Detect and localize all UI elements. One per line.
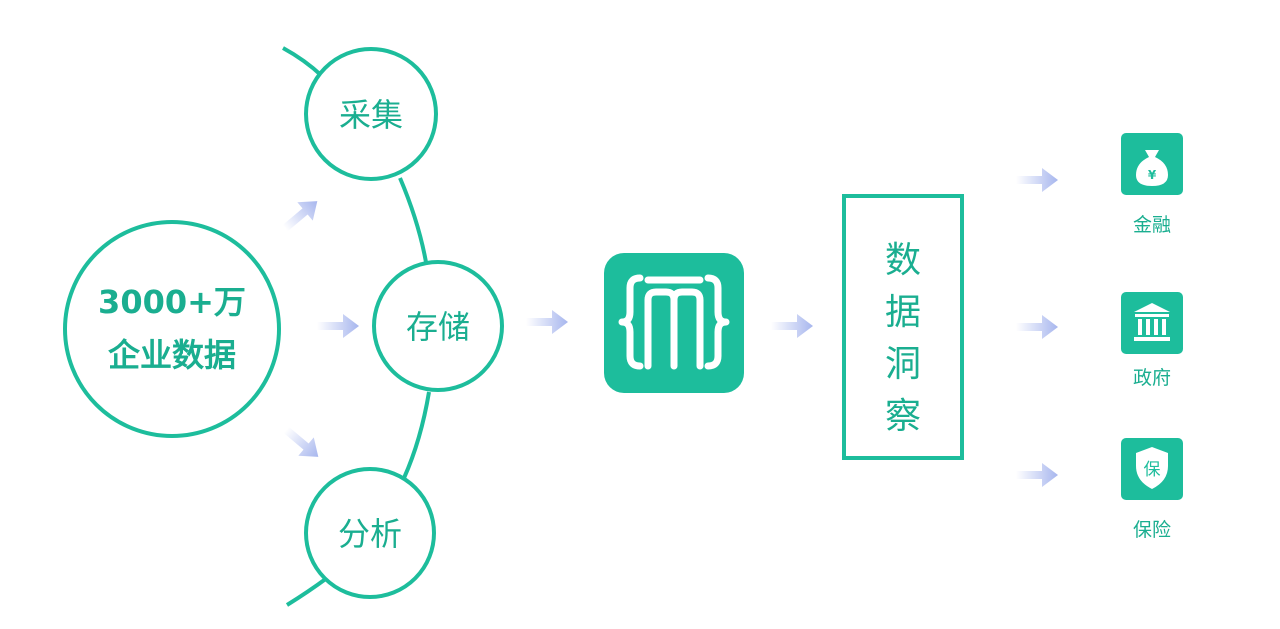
insight-char-1: 数 [885,240,921,281]
arc-upper [398,177,429,269]
industry-insurance: 保 保险 [1121,438,1183,541]
arrow-to-insurance [1016,463,1058,487]
insight-char-4: 察 [885,396,921,437]
stage-analyze: 分析 [304,467,436,599]
industry-government-label: 政府 [1133,367,1171,389]
arrow-to-analyze [283,426,319,457]
insight-char-3: 洞 [885,344,921,385]
government-building-icon [1134,303,1170,341]
shield-icon: 保 [1136,447,1168,489]
stage-analyze-label: 分析 [338,515,402,553]
source-arrows [282,201,359,457]
arrow-to-logo [526,310,568,334]
arrow-to-government [1016,315,1058,339]
arc-lower [402,391,431,479]
stage-store: 存储 [372,260,504,392]
industry-government: 政府 [1121,292,1183,389]
arrow-to-collect [282,201,318,232]
arrow-to-finance [1016,168,1058,192]
arc-top [282,46,324,78]
insight-char-2: 据 [885,292,921,333]
source-line-1: 3000+万 [98,283,246,321]
source-node: 3000+万 企业数据 [63,220,281,438]
arrow-to-insight [771,314,813,338]
industry-arrows [1016,168,1058,487]
stage-store-label: 存储 [406,308,470,346]
stage-collect-label: 采集 [339,96,403,134]
svg-text:¥: ¥ [1148,168,1157,182]
arc-bottom [285,576,329,607]
industry-insurance-label: 保险 [1133,519,1171,541]
bracket-m-logo-icon [604,253,744,393]
arrow-to-store [317,314,359,338]
industry-finance: ¥ 金融 [1121,133,1183,236]
source-line-2: 企业数据 [108,336,236,374]
stage-collect: 采集 [304,47,438,181]
data-insight-box: 数 据 洞 察 [842,194,964,460]
industry-finance-label: 金融 [1133,214,1171,236]
money-bag-icon: ¥ [1136,150,1168,186]
shield-icon-text: 保 [1144,460,1161,480]
